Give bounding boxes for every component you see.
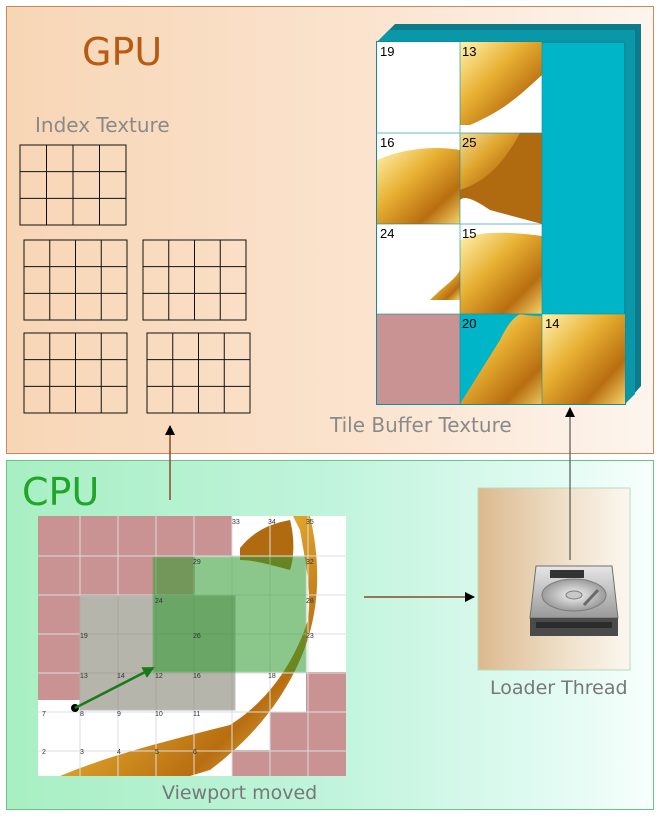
index-grid-4 bbox=[23, 332, 128, 414]
map-tile-number: 23 bbox=[306, 633, 314, 640]
index-grid-5 bbox=[146, 332, 251, 414]
index-grid-1 bbox=[19, 144, 127, 226]
map-tile-number: 26 bbox=[193, 633, 201, 640]
tile-label: 14 bbox=[545, 316, 559, 331]
tile-buffer-texture: 19 13 16 25 24 15 20 14 bbox=[376, 24, 641, 405]
map-tile-number: 28 bbox=[306, 598, 314, 605]
map-tile-number: 35 bbox=[306, 519, 314, 526]
map-tile-number: 11 bbox=[193, 711, 200, 718]
map-tile-number: 4 bbox=[117, 749, 121, 756]
tile-label: 24 bbox=[380, 226, 394, 241]
map-tile-number: 6 bbox=[193, 749, 197, 756]
tile-label: 20 bbox=[462, 316, 476, 331]
map-tile-number: 13 bbox=[80, 673, 88, 680]
loader-thread-label: Loader Thread bbox=[490, 677, 628, 699]
index-grid-3 bbox=[142, 239, 247, 321]
map-tile-number: 12 bbox=[155, 673, 163, 680]
map-tile-number: 7 bbox=[42, 711, 46, 718]
tile-label: 15 bbox=[462, 226, 476, 241]
map-tile-number: 3 bbox=[80, 749, 84, 756]
tile-label: 19 bbox=[380, 44, 394, 59]
tile-label: 25 bbox=[462, 135, 476, 150]
map-tile-number: 33 bbox=[232, 519, 240, 526]
map-tile-number: 14 bbox=[117, 673, 125, 680]
map-tile-number: 10 bbox=[155, 711, 163, 718]
map-tile-number: 2 bbox=[42, 749, 46, 756]
index-texture-label: Index Texture bbox=[35, 113, 170, 137]
map-tile-number: 32 bbox=[306, 559, 314, 566]
map-tile-number: 18 bbox=[268, 673, 276, 680]
hard-drive-icon bbox=[529, 565, 619, 636]
map-tile-number: 24 bbox=[155, 598, 163, 605]
map-tile-number: 5 bbox=[155, 749, 159, 756]
map-tile-number: 8 bbox=[80, 711, 84, 718]
gpu-title: GPU bbox=[82, 30, 163, 74]
cpu-title: CPU bbox=[22, 470, 100, 514]
index-grid-2 bbox=[23, 239, 128, 321]
map-tile-number: 19 bbox=[80, 633, 88, 640]
tile-unused-slot bbox=[377, 314, 460, 404]
tile-map-shapes bbox=[377, 42, 625, 404]
tile-label: 16 bbox=[380, 135, 394, 150]
map-tile-number: 9 bbox=[117, 711, 121, 718]
viewport-label: Viewport moved bbox=[162, 782, 318, 804]
map-tile-number: 16 bbox=[193, 673, 201, 680]
index-texture-grids bbox=[19, 144, 251, 414]
viewport-move-arrow bbox=[74, 666, 155, 710]
map-tile-number: 29 bbox=[193, 559, 201, 566]
tile-label: 13 bbox=[462, 44, 476, 59]
tile-buffer-label: Tile Buffer Texture bbox=[330, 413, 512, 437]
map-tile-number: 34 bbox=[268, 519, 276, 526]
current-viewport bbox=[152, 556, 307, 673]
